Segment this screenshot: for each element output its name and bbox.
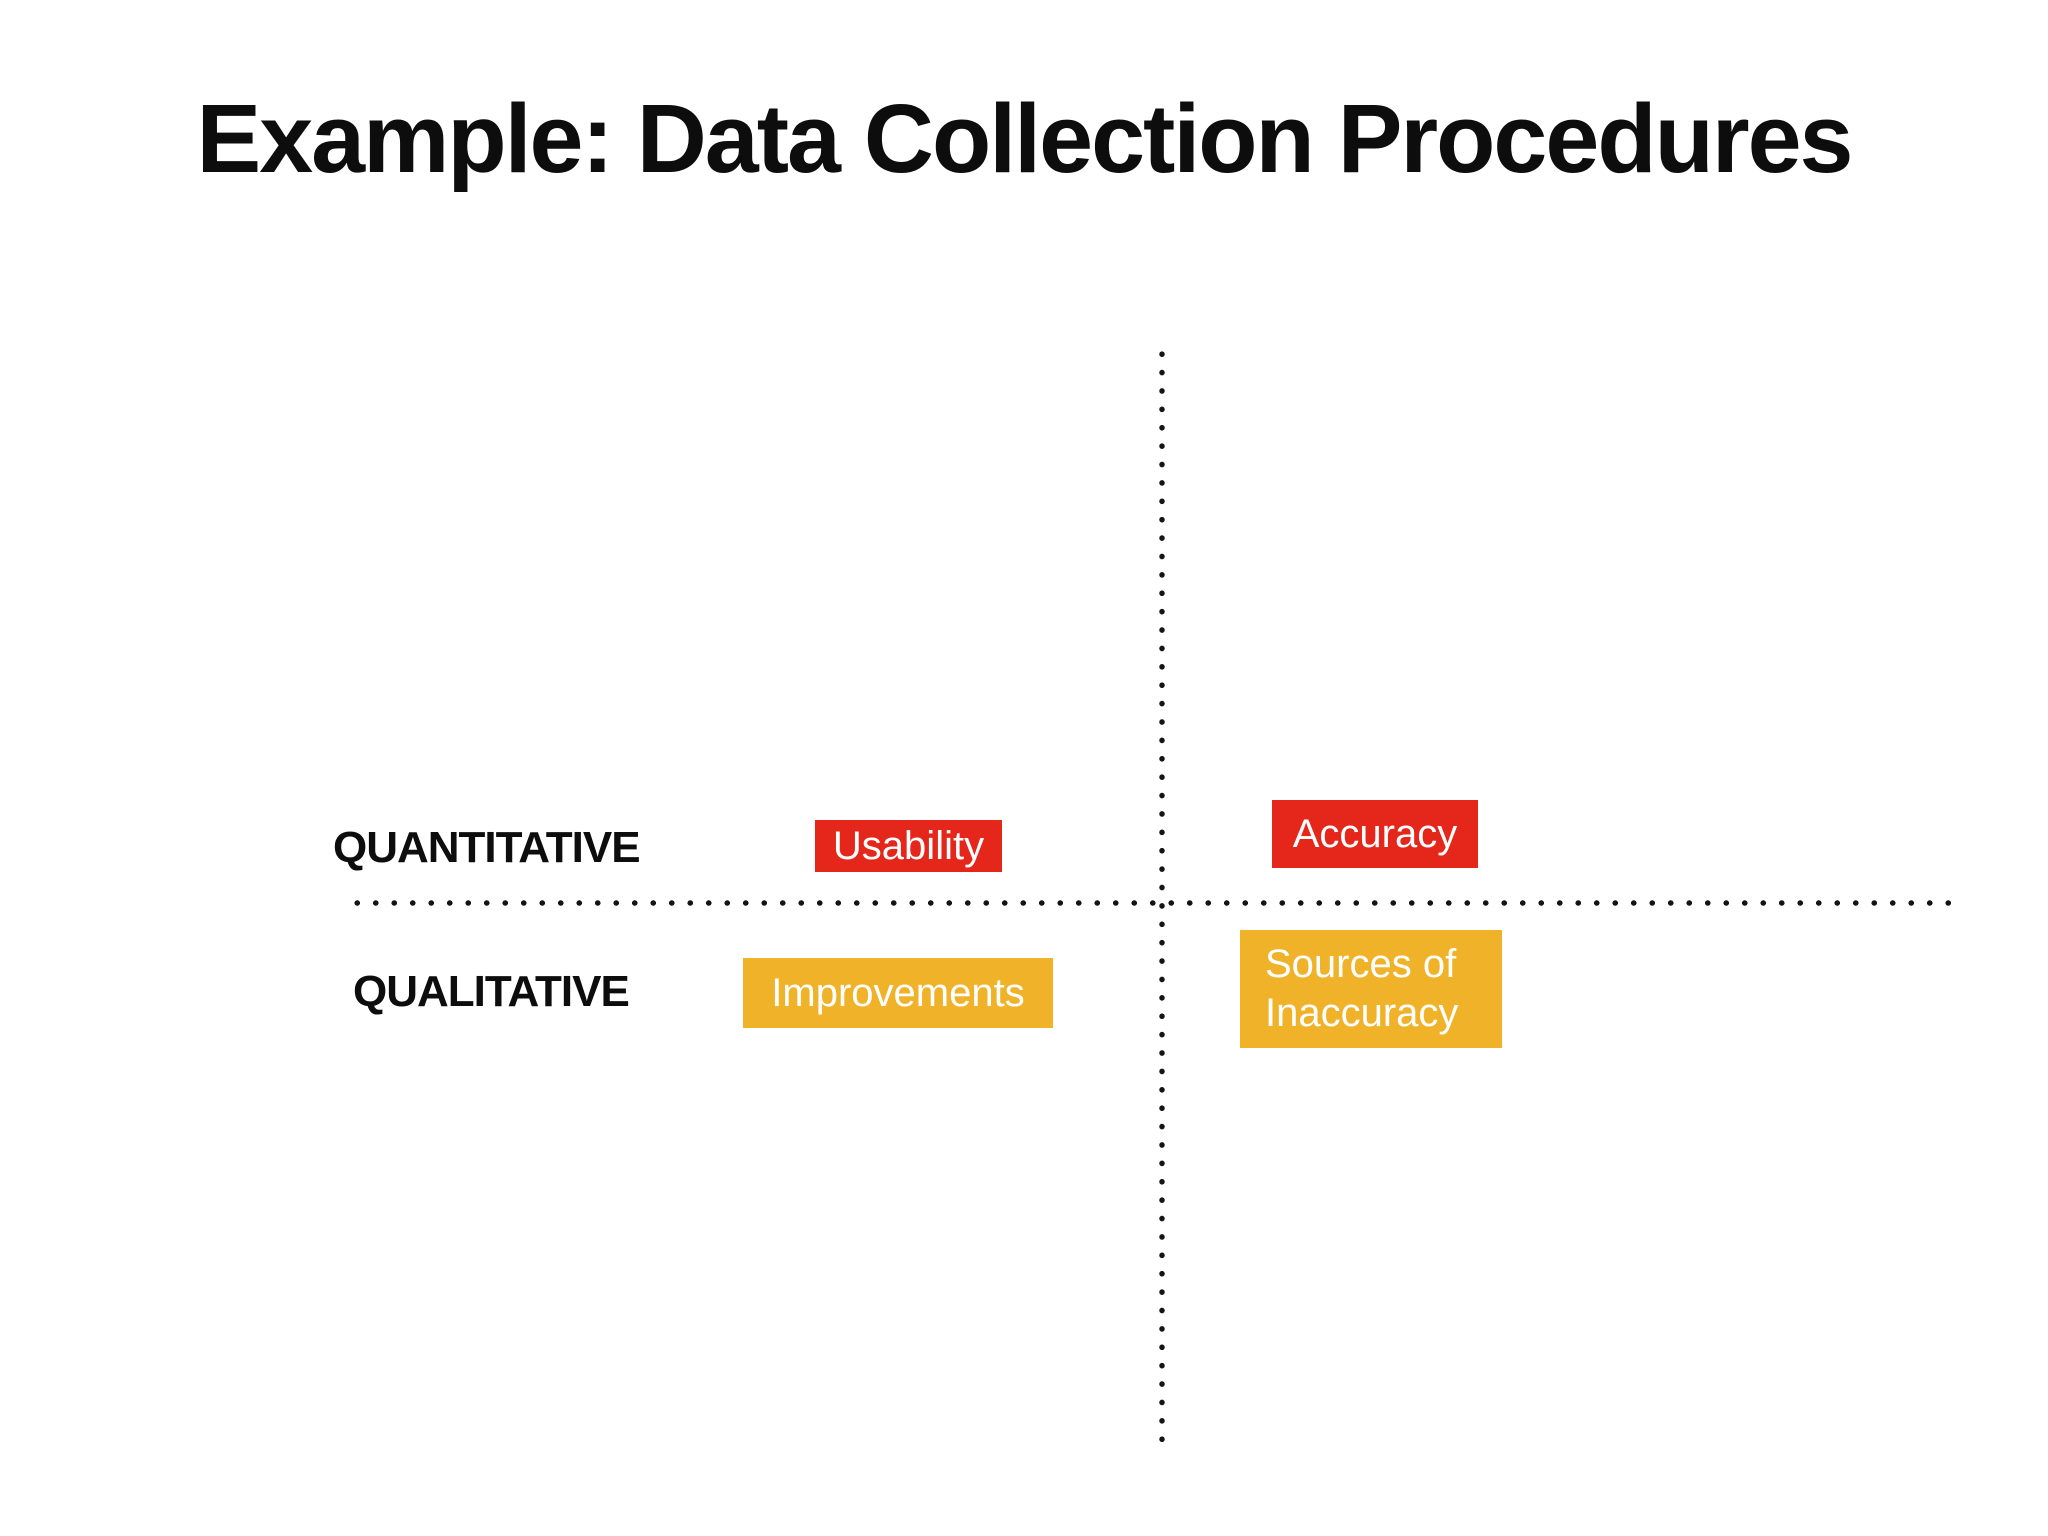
vertical-axis-dotted-line [1159,345,1165,1449]
tag-sources-of-inaccuracy: Sources of Inaccuracy [1240,930,1502,1048]
tag-usability: Usability [815,820,1002,872]
tag-improvements: Improvements [743,958,1053,1028]
page-title: Example: Data Collection Procedures [196,84,1854,193]
tag-accuracy: Accuracy [1272,800,1478,868]
row-label-qualitative: QUALITATIVE [353,967,630,1016]
row-label-quantitative: QUANTITATIVE [333,823,641,872]
horizontal-axis-dotted-line [348,900,1958,906]
